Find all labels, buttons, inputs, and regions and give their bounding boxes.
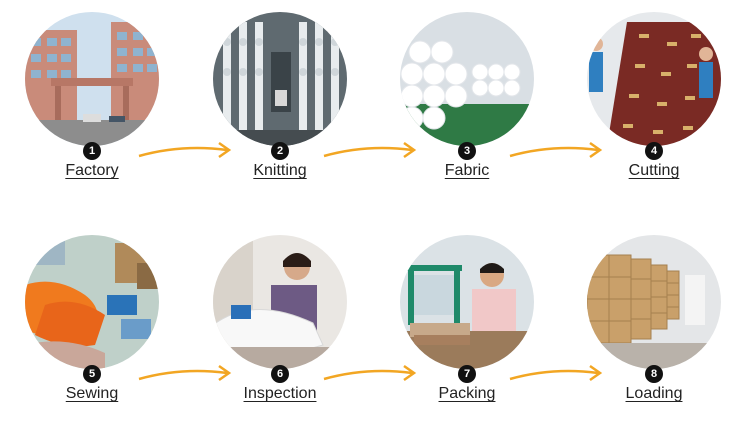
inspection-photo — [213, 235, 347, 369]
packing-photo — [400, 235, 534, 369]
sewing-photo — [25, 235, 159, 369]
flow-arrow-icon — [323, 141, 417, 159]
step-label: Sewing — [65, 385, 119, 402]
step-number-badge: 8 — [645, 365, 663, 383]
fabric-photo — [400, 12, 534, 146]
flow-arrow-icon — [323, 364, 417, 382]
step-factory: 1 Factory — [22, 12, 162, 212]
step-label: Knitting — [253, 162, 307, 179]
factory-photo — [25, 12, 159, 146]
step-number-badge: 6 — [271, 365, 289, 383]
step-number-badge: 3 — [458, 142, 476, 160]
flow-arrow-icon — [138, 141, 232, 159]
step-sewing: 5 Sewing — [22, 235, 162, 435]
step-number-badge: 2 — [271, 142, 289, 160]
step-number-badge: 4 — [645, 142, 663, 160]
step-number-badge: 1 — [83, 142, 101, 160]
step-number-badge: 7 — [458, 365, 476, 383]
step-knitting: 2 Knitting — [210, 12, 350, 212]
step-label: Packing — [438, 385, 496, 402]
flow-arrow-icon — [509, 141, 603, 159]
step-label: Inspection — [243, 385, 317, 402]
step-label: Factory — [65, 162, 119, 179]
step-inspection: 6 Inspection — [210, 235, 350, 435]
step-loading: 8 Loading — [584, 235, 724, 435]
step-label: Loading — [625, 385, 683, 402]
step-packing: 7 Packing — [397, 235, 537, 435]
step-fabric: 3 Fabric — [397, 12, 537, 212]
loading-photo — [587, 235, 721, 369]
step-number-badge: 5 — [83, 365, 101, 383]
flow-arrow-icon — [509, 364, 603, 382]
step-cutting: 4 Cutting — [584, 12, 724, 212]
step-label: Cutting — [628, 162, 680, 179]
step-label: Fabric — [444, 162, 490, 179]
cutting-photo — [587, 12, 721, 146]
knitting-photo — [213, 12, 347, 146]
flow-arrow-icon — [138, 364, 232, 382]
